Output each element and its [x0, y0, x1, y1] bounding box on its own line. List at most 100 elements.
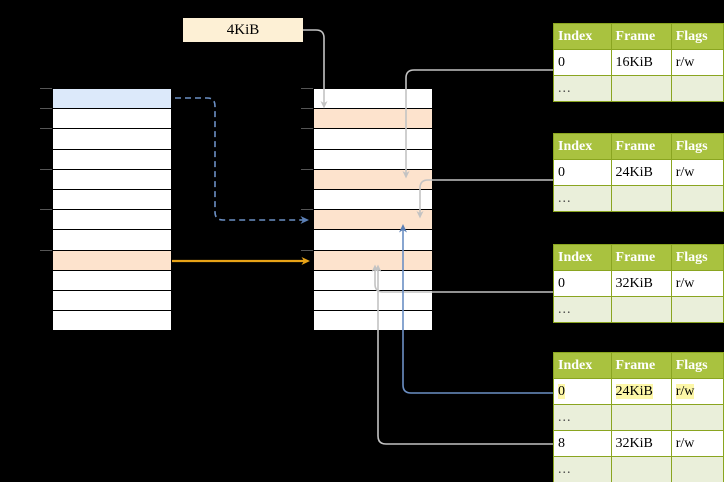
cell-frame: 32KiB [610, 270, 672, 297]
cell-frame [610, 296, 672, 323]
stack-tick [301, 209, 313, 211]
table-row[interactable]: ... [553, 296, 724, 323]
table-header-row: Index Frame Flags [553, 352, 724, 379]
table-row[interactable]: ... [553, 456, 724, 482]
col-frame: Frame [610, 244, 672, 271]
cell-index: 8 [553, 430, 612, 457]
cell-frame [610, 404, 672, 431]
cell-frame: 32KiB [610, 430, 672, 457]
cell-flags: r/w [670, 159, 724, 186]
page-table-1: Index Frame Flags 0 16KiB r/w ... [553, 23, 724, 102]
col-index: Index [553, 133, 612, 160]
cell-index-text: 0 [558, 384, 565, 399]
stack-tick [40, 249, 52, 251]
col-flags: Flags [670, 244, 724, 271]
memory-cell[interactable] [313, 189, 433, 211]
col-frame: Frame [610, 23, 672, 50]
cell-flags [670, 185, 724, 212]
cell-frame: 24KiB [610, 378, 672, 405]
cell-index: 0 [553, 159, 612, 186]
table-header-row: Index Frame Flags [553, 133, 724, 160]
wire-virtual-to-physical-dashed [175, 97, 309, 224]
wire-table2-to-physical [416, 179, 553, 219]
memory-cell[interactable] [313, 249, 433, 271]
memory-cell[interactable] [313, 148, 433, 170]
table-row[interactable]: ... [553, 185, 724, 212]
table-row[interactable]: ... [553, 404, 724, 431]
memory-cell[interactable] [313, 108, 433, 130]
cell-frame [610, 456, 672, 482]
memory-cell[interactable] [52, 108, 172, 130]
memory-cell[interactable] [52, 229, 172, 251]
cell-index: ... [553, 404, 612, 431]
cell-flags: r/w [670, 430, 724, 457]
memory-cell[interactable] [313, 168, 433, 190]
cell-flags: r/w [670, 49, 724, 76]
cell-index: ... [553, 296, 612, 323]
memory-cell[interactable] [52, 269, 172, 291]
memory-cell[interactable] [313, 209, 433, 231]
memory-cell[interactable] [52, 148, 172, 170]
memory-cell[interactable] [313, 88, 433, 110]
page-table-4: Index Frame Flags 0 24KiB r/w ... 8 32Ki… [553, 352, 724, 482]
memory-cell[interactable] [52, 168, 172, 190]
cell-flags [670, 456, 724, 482]
memory-cell[interactable] [313, 269, 433, 291]
stack-tick [301, 128, 313, 130]
cell-frame [610, 185, 672, 212]
cell-index: ... [553, 185, 612, 212]
stack-tick [301, 168, 313, 170]
cell-index: 0 [553, 270, 612, 297]
cell-flags-text: r/w [675, 384, 695, 399]
memory-cell[interactable] [52, 189, 172, 211]
cell-index: ... [553, 456, 612, 482]
col-frame: Frame [610, 133, 672, 160]
cell-flags [670, 296, 724, 323]
col-frame: Frame [610, 352, 672, 379]
cell-frame [610, 75, 672, 102]
stack-tick [301, 88, 313, 89]
memory-cell[interactable] [52, 249, 172, 271]
cell-index: 0 [553, 378, 612, 405]
col-index: Index [553, 23, 612, 50]
page-table-3: Index Frame Flags 0 32KiB r/w ... [553, 244, 724, 323]
stack-tick [301, 108, 313, 110]
cell-flags: r/w [670, 378, 724, 405]
memory-cell[interactable] [313, 290, 433, 312]
cell-flags [670, 404, 724, 431]
table-header-row: Index Frame Flags [553, 244, 724, 271]
cell-frame: 16KiB [610, 49, 672, 76]
cell-flags: r/w [670, 270, 724, 297]
memory-cell[interactable] [313, 128, 433, 150]
size-label: 4KiB [183, 18, 303, 42]
virtual-address-space-stack [40, 88, 172, 332]
size-label-text: 4KiB [226, 22, 260, 38]
col-flags: Flags [670, 23, 724, 50]
table-row[interactable]: ... [553, 75, 724, 102]
table-row[interactable]: 0 24KiB r/w [553, 159, 724, 186]
page-table-2: Index Frame Flags 0 24KiB r/w ... [553, 133, 724, 212]
memory-cell[interactable] [52, 290, 172, 312]
col-index: Index [553, 352, 612, 379]
stack-tick [40, 168, 52, 170]
col-index: Index [553, 244, 612, 271]
table-row[interactable]: 0 16KiB r/w [553, 49, 724, 76]
cell-frame-text: 24KiB [615, 384, 653, 399]
stack-tick [40, 108, 52, 110]
memory-cell[interactable] [52, 209, 172, 231]
cell-index: 0 [553, 49, 612, 76]
memory-cell[interactable] [52, 88, 172, 110]
physical-memory-stack [301, 88, 433, 332]
col-flags: Flags [670, 133, 724, 160]
table-row[interactable]: 8 32KiB r/w [553, 430, 724, 457]
memory-cell[interactable] [52, 128, 172, 150]
stack-tick [301, 249, 313, 251]
cell-index: ... [553, 75, 612, 102]
memory-cell[interactable] [313, 229, 433, 251]
memory-cell[interactable] [313, 310, 433, 332]
table-row[interactable]: 0 32KiB r/w [553, 270, 724, 297]
table-row[interactable]: 0 24KiB r/w [553, 378, 724, 405]
memory-cell[interactable] [52, 310, 172, 332]
stack-tick [40, 209, 52, 211]
col-flags: Flags [670, 352, 724, 379]
